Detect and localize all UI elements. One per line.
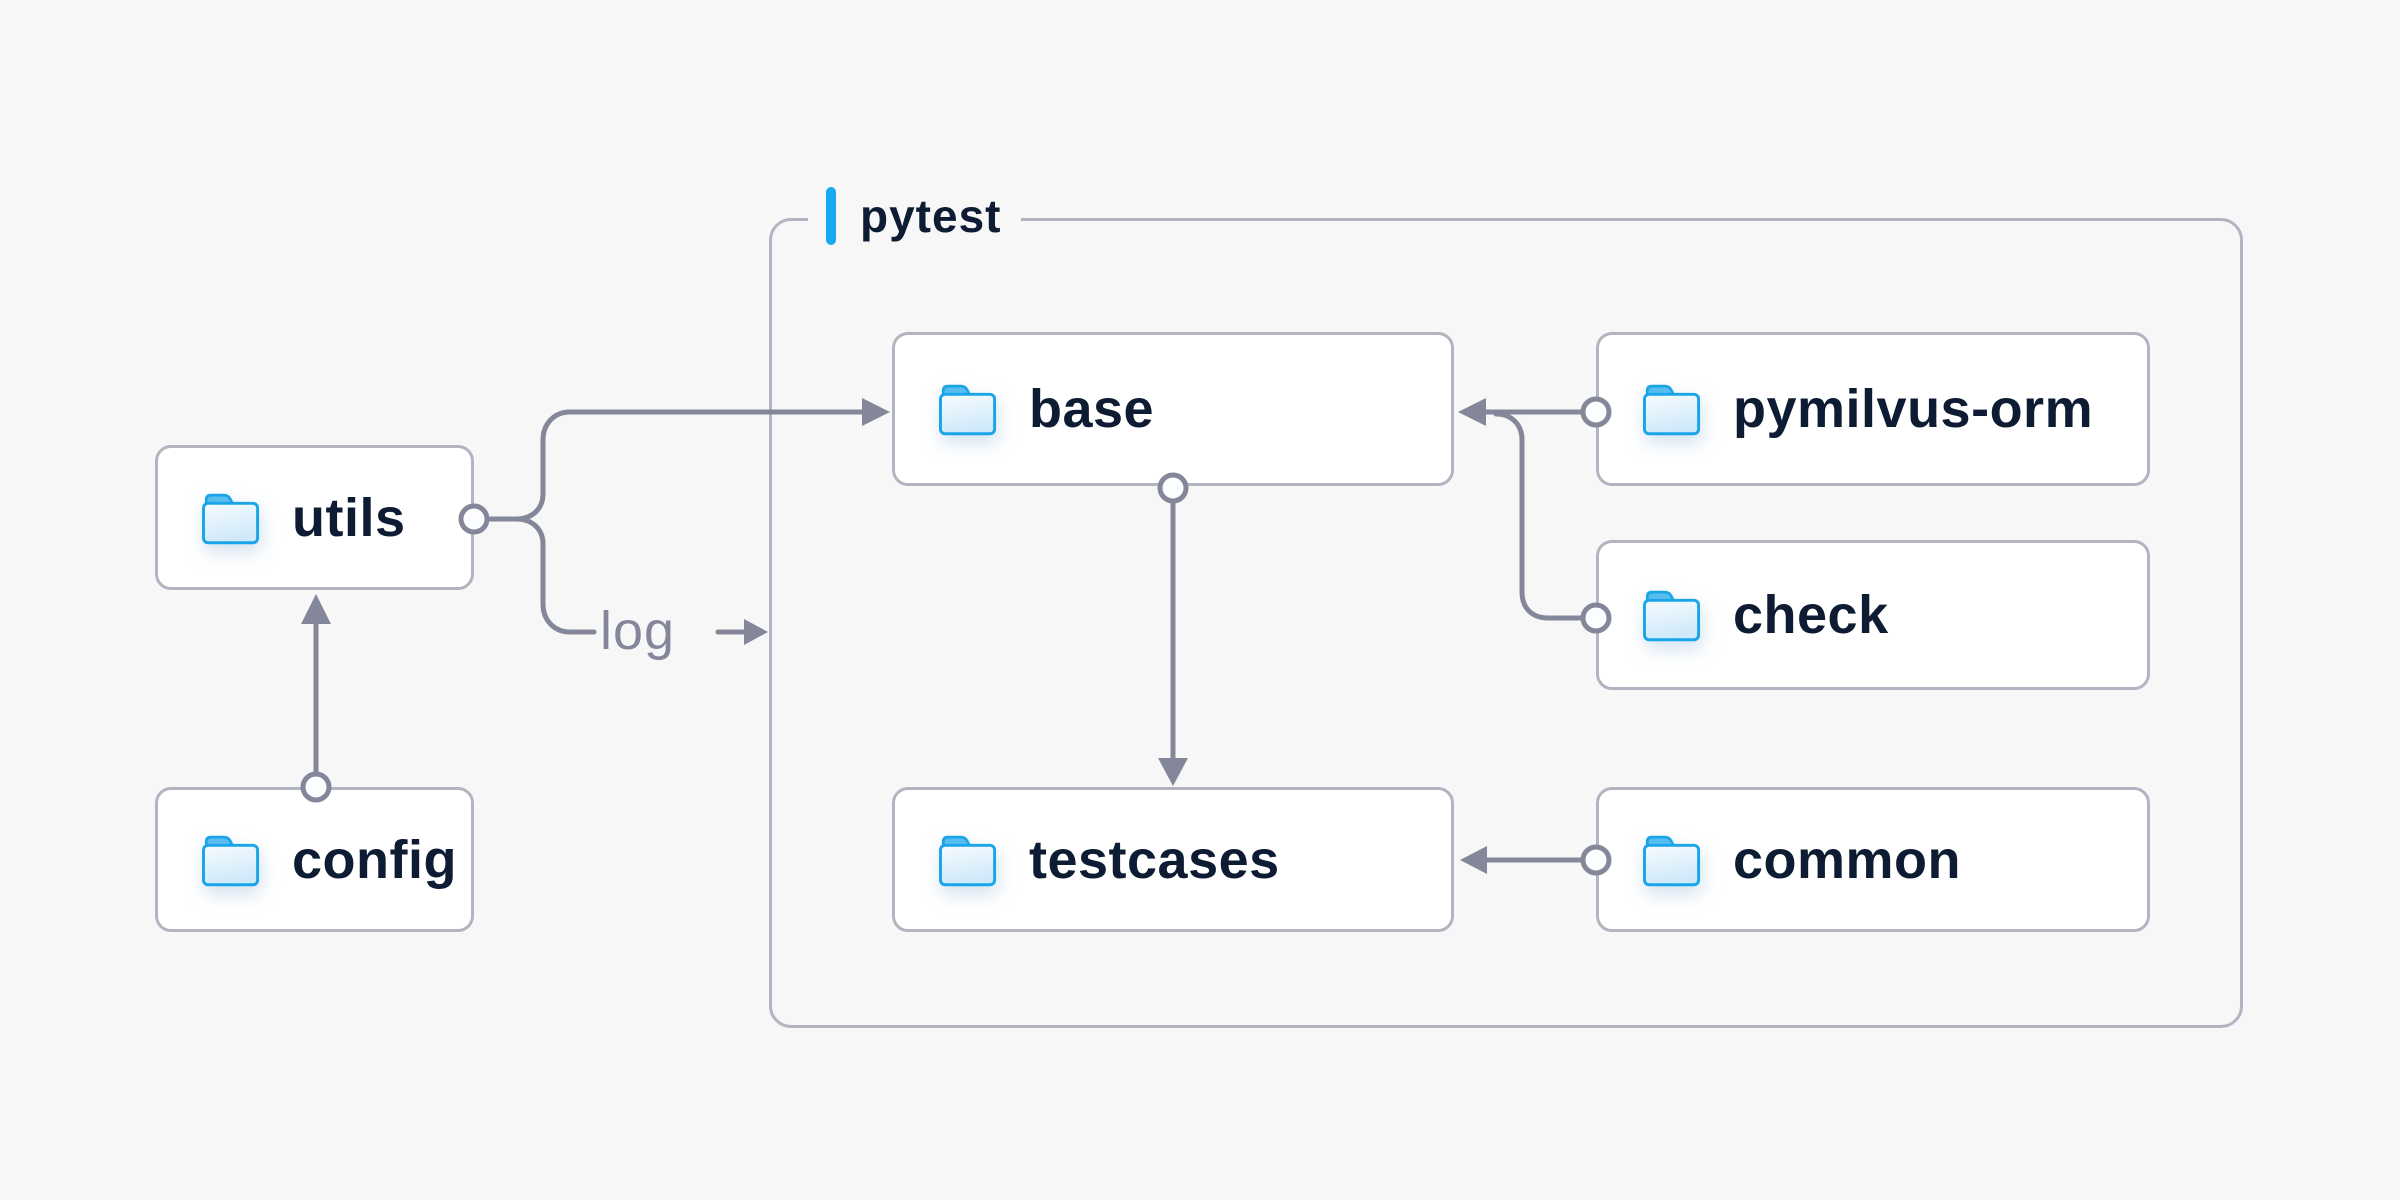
node-label: check xyxy=(1733,585,1889,645)
node-label: pymilvus-orm xyxy=(1733,379,2094,439)
edge-line xyxy=(513,516,597,635)
folder-body xyxy=(1643,598,1701,642)
node-utils[interactable]: utils xyxy=(155,445,474,590)
folder-body xyxy=(202,843,260,886)
node-base[interactable]: base xyxy=(892,332,1454,486)
node-label: common xyxy=(1733,829,1962,890)
node-config[interactable]: config xyxy=(155,787,474,932)
node-check[interactable]: check xyxy=(1596,540,2150,690)
folder-body xyxy=(939,843,997,886)
folder-body xyxy=(1643,843,1701,886)
folder-icon xyxy=(939,835,997,886)
arrowhead xyxy=(744,619,768,645)
folder-icon xyxy=(202,493,260,544)
node-label: utils xyxy=(292,487,406,548)
folder-icon xyxy=(202,835,260,886)
pytest-group-box xyxy=(769,218,2243,1028)
folder-icon xyxy=(1643,384,1701,436)
folder-icon xyxy=(939,384,997,436)
node-pymilvus-orm[interactable]: pymilvus-orm xyxy=(1596,332,2150,486)
node-label: base xyxy=(1029,379,1155,439)
folder-body xyxy=(202,501,260,544)
arrowhead xyxy=(301,594,331,624)
node-label: testcases xyxy=(1029,829,1280,890)
pytest-group-label: pytest xyxy=(808,184,1022,248)
node-label: config xyxy=(292,829,457,890)
node-common[interactable]: common xyxy=(1596,787,2150,932)
node-testcases[interactable]: testcases xyxy=(892,787,1454,932)
folder-icon xyxy=(1643,835,1701,886)
group-accent-bar-icon xyxy=(826,187,836,245)
group-title: pytest xyxy=(860,190,1002,242)
folder-icon xyxy=(1643,590,1701,642)
folder-body xyxy=(939,392,997,436)
folder-body xyxy=(1643,392,1701,436)
edge-label-log: log xyxy=(600,601,676,661)
edge-config-utils xyxy=(300,594,332,803)
